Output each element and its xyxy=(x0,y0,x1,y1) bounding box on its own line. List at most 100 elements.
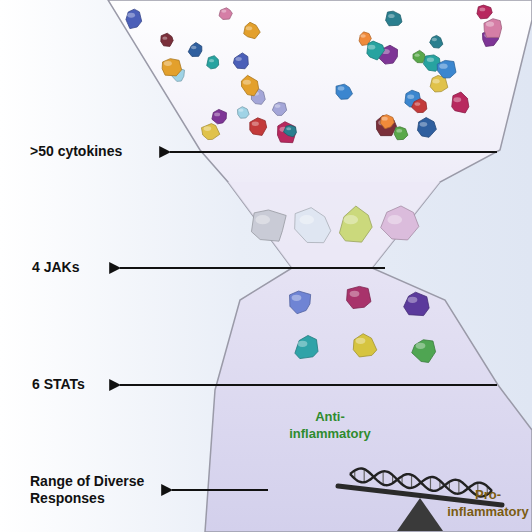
protein-blob xyxy=(295,208,331,243)
protein-blob xyxy=(272,102,286,115)
protein-blob xyxy=(233,53,248,69)
blob-shape xyxy=(295,335,318,358)
response-label: Range of Diverse Responses xyxy=(30,473,165,507)
blob-shape xyxy=(437,60,456,78)
dna-rung xyxy=(411,475,412,488)
blob-highlight xyxy=(298,341,308,347)
blob-highlight xyxy=(415,54,420,57)
cytokine-arrow xyxy=(170,151,497,153)
protein-blob xyxy=(284,125,297,137)
blob-shape xyxy=(237,107,249,119)
blob-shape xyxy=(295,208,331,243)
blob-shape xyxy=(126,9,142,28)
blob-shape xyxy=(241,75,258,95)
dna-rung xyxy=(364,469,365,482)
blob-shape xyxy=(201,124,219,140)
protein-blob xyxy=(290,291,311,314)
blob-shape xyxy=(394,127,408,140)
blob-shape xyxy=(412,99,427,113)
protein-blob xyxy=(219,8,232,20)
protein-blob xyxy=(126,9,142,28)
blob-shape xyxy=(477,5,492,19)
protein-blob xyxy=(437,60,456,78)
blob-highlight xyxy=(387,215,402,224)
protein-blob xyxy=(295,335,318,358)
protein-blob xyxy=(161,33,173,46)
dna-rung xyxy=(458,480,459,493)
stat-arrow xyxy=(120,384,497,386)
blob-highlight xyxy=(360,34,365,37)
protein-blob xyxy=(241,75,258,95)
protein-blob xyxy=(412,99,427,113)
protein-blob xyxy=(484,19,502,38)
blob-shape xyxy=(381,206,419,240)
blob-shape xyxy=(484,19,502,38)
jak-label: 4 JAKs xyxy=(32,259,122,276)
blob-shape xyxy=(376,115,396,135)
blob-shape xyxy=(353,334,376,357)
blob-highlight xyxy=(368,45,376,50)
blob-highlight xyxy=(453,97,461,102)
blob-shape xyxy=(336,84,352,99)
stat-label: 6 STATs xyxy=(32,376,122,393)
blob-highlight xyxy=(191,46,197,50)
blob-highlight xyxy=(407,95,414,99)
blob-highlight xyxy=(164,61,172,66)
blob-highlight xyxy=(427,57,434,62)
blob-highlight xyxy=(356,338,366,344)
blob-highlight xyxy=(127,13,135,18)
protein-blob xyxy=(201,124,219,140)
blob-highlight xyxy=(338,86,345,90)
blob-shape xyxy=(386,11,402,26)
blob-shape xyxy=(381,115,395,129)
blob-shape xyxy=(430,35,443,48)
blob-shape xyxy=(250,118,267,136)
protein-blob xyxy=(452,92,469,113)
blob-highlight xyxy=(204,126,212,131)
blob-shape xyxy=(233,53,248,69)
blob-shape xyxy=(367,41,385,60)
cytokine-label: >50 cytokines xyxy=(30,143,170,160)
protein-blob xyxy=(367,41,385,60)
blob-highlight xyxy=(350,291,360,297)
blob-shape xyxy=(207,56,219,69)
blob-highlight xyxy=(292,295,302,301)
blob-highlight xyxy=(396,129,402,133)
blob-highlight xyxy=(286,127,291,130)
blob-shape xyxy=(339,206,372,242)
response-arrow xyxy=(172,489,268,491)
blob-shape xyxy=(347,286,371,308)
dna-rung xyxy=(430,477,431,490)
protein-blob xyxy=(237,107,249,119)
blob-highlight xyxy=(243,80,251,85)
blob-shape xyxy=(290,291,311,314)
protein-blobs xyxy=(126,5,502,362)
blob-shape xyxy=(161,33,173,46)
protein-blob xyxy=(339,206,372,242)
blob-shape xyxy=(413,50,425,62)
blob-highlight xyxy=(343,215,358,224)
protein-blob xyxy=(418,118,437,138)
blob-highlight xyxy=(388,14,395,18)
blob-shape xyxy=(284,125,297,137)
pro-inflammatory-label: Pro- inflammatory xyxy=(446,486,530,520)
blob-shape xyxy=(251,210,286,241)
protein-blob xyxy=(207,56,219,69)
blob-shape xyxy=(162,59,181,76)
blob-highlight xyxy=(486,22,494,27)
blob-highlight xyxy=(408,297,418,303)
protein-blob xyxy=(404,292,429,315)
blob-highlight xyxy=(420,122,428,127)
blob-highlight xyxy=(238,109,243,112)
blob-highlight xyxy=(252,121,259,125)
blob-shape xyxy=(452,92,469,113)
blob-highlight xyxy=(479,8,485,12)
protein-blob xyxy=(244,22,260,38)
blob-shape xyxy=(244,22,260,38)
blob-highlight xyxy=(415,102,421,106)
blob-shape xyxy=(412,340,436,363)
jak-band xyxy=(228,182,440,268)
blob-shape xyxy=(418,118,437,138)
